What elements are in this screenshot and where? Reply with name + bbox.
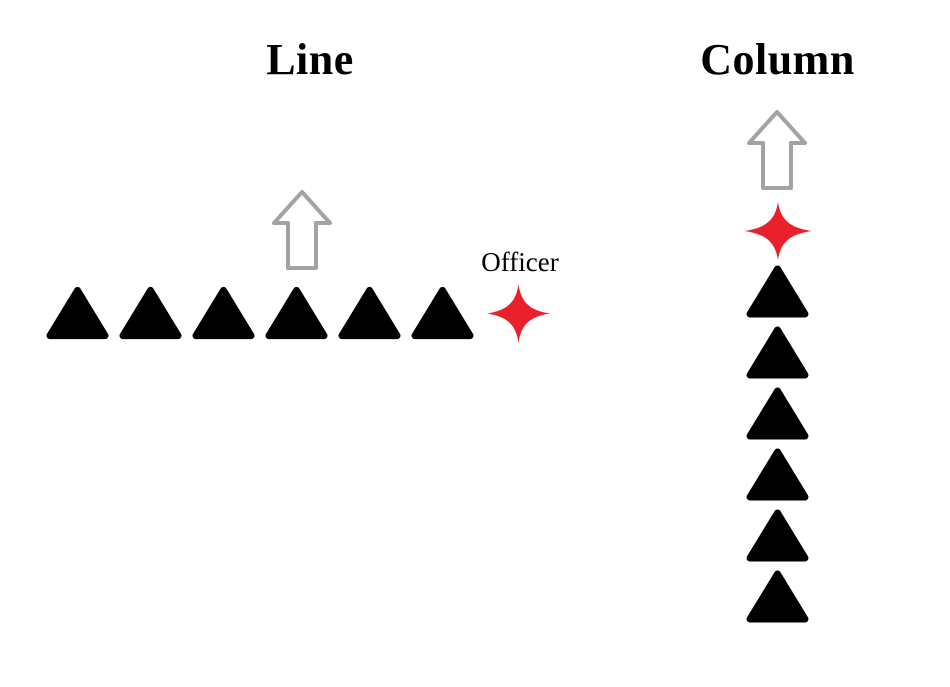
officer-star-icon	[744, 202, 812, 260]
soldier-icon	[746, 509, 809, 562]
advance-direction-arrow-icon	[746, 109, 808, 191]
soldier-icon	[746, 387, 809, 440]
soldier-icon	[46, 286, 109, 340]
soldier-icon	[265, 286, 328, 340]
soldier-icon	[746, 448, 809, 501]
officer-star-icon	[487, 283, 550, 344]
soldier-icon	[192, 286, 255, 340]
line-formation	[46, 284, 474, 342]
soldier-icon	[119, 286, 182, 340]
soldier-icon	[411, 286, 474, 340]
line-formation-title: Line	[266, 35, 354, 84]
soldier-icon	[338, 286, 401, 340]
column-formation-title: Column	[700, 35, 855, 84]
column-formation	[745, 264, 810, 624]
advance-direction-arrow-icon	[271, 189, 333, 271]
soldier-icon	[746, 265, 809, 318]
officer-label: Officer	[481, 247, 559, 277]
soldier-icon	[746, 570, 809, 623]
soldier-icon	[746, 326, 809, 379]
